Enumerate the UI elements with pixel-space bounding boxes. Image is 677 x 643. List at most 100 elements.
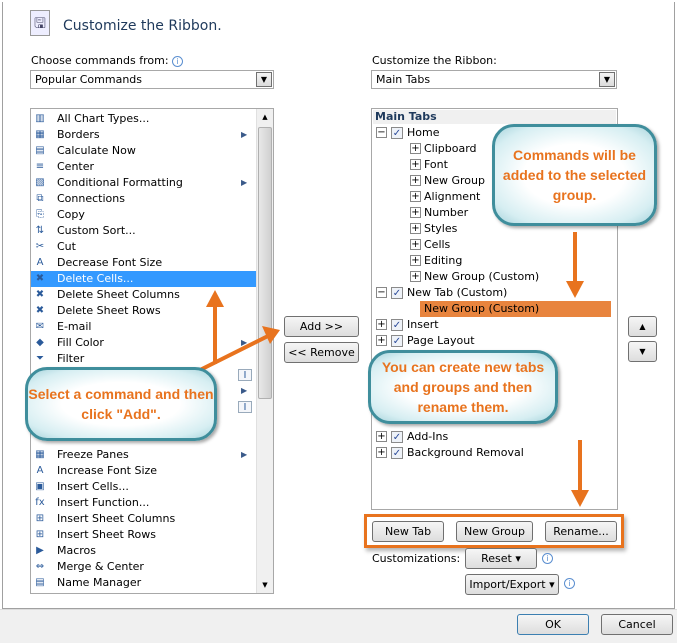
list-item[interactable]: ✂ Cut	[31, 239, 256, 255]
import-export-button[interactable]: Import/Export ▾	[465, 574, 559, 595]
checkbox[interactable]: ✓	[391, 447, 403, 459]
commands-list[interactable]: ▲ ▼ ▥All Chart Types...▦Borders▶▤Calcula…	[30, 108, 274, 594]
expand-icon[interactable]: +	[410, 207, 421, 218]
checkbox[interactable]: ✓	[391, 431, 403, 443]
info-icon[interactable]: i	[542, 553, 553, 564]
label-text: Choose commands from:	[31, 54, 169, 67]
new-tab-button[interactable]: New Tab	[372, 521, 444, 542]
expand-icon[interactable]: +	[410, 175, 421, 186]
customize-ribbon-dropdown[interactable]: Main Tabs▼	[371, 70, 617, 89]
list-item[interactable]: ✖Delete Cells...	[31, 271, 256, 287]
expand-icon[interactable]: +	[376, 319, 387, 330]
list-item[interactable]: ⊞Insert Sheet Rows	[31, 527, 256, 543]
list-item[interactable]: ◆Fill Color▶	[31, 335, 256, 351]
checkbox[interactable]: ✓	[391, 127, 403, 139]
tree-item[interactable]: −✓New Tab (Custom)	[372, 285, 617, 301]
scroll-up-icon[interactable]: ▲	[262, 113, 268, 121]
tree-item[interactable]: +New Group (Custom)	[372, 269, 617, 285]
expand-icon[interactable]: +	[410, 191, 421, 202]
item-label: Cut	[57, 240, 76, 253]
list-item[interactable]: I	[31, 399, 256, 415]
tree-item[interactable]: +Alignment	[372, 189, 617, 205]
tree-item[interactable]: +Font	[372, 157, 617, 173]
expand-icon[interactable]: +	[410, 223, 421, 234]
item-label: Insert Sheet Rows	[57, 528, 156, 541]
expand-icon[interactable]: +	[376, 335, 387, 346]
highlight-box	[364, 514, 624, 548]
list-item[interactable]: ⇔Merge & Center	[31, 559, 256, 575]
checkbox[interactable]: ✓	[391, 335, 403, 347]
add-button[interactable]: Add >>	[284, 316, 359, 337]
tree-item[interactable]: +Number	[372, 205, 617, 221]
expand-icon[interactable]: +	[410, 143, 421, 154]
tree-item[interactable]: +✓Page Layout	[372, 333, 617, 349]
expand-icon[interactable]: +	[410, 255, 421, 266]
list-item[interactable]: ▥All Chart Types...	[31, 111, 256, 127]
list-item[interactable]: ▣Insert Cells...	[31, 479, 256, 495]
tree-item[interactable]: +Styles	[372, 221, 617, 237]
move-down-button[interactable]: ▼	[628, 341, 657, 362]
checkbox[interactable]: ✓	[391, 319, 403, 331]
list-item[interactable]: ▦Borders▶	[31, 127, 256, 143]
list-item[interactable]: ▶	[31, 383, 256, 399]
collapse-icon[interactable]: −	[376, 127, 387, 138]
list-item[interactable]: ⇅Custom Sort...	[31, 223, 256, 239]
scroll-down-icon[interactable]: ▼	[262, 581, 268, 589]
expand-icon[interactable]: +	[410, 239, 421, 250]
tree-item[interactable]: +Clipboard	[372, 141, 617, 157]
new-group-button[interactable]: New Group	[456, 521, 533, 542]
list-item[interactable]: ▤Calculate Now	[31, 143, 256, 159]
choose-commands-dropdown[interactable]: Popular Commands▼	[30, 70, 274, 89]
list-item[interactable]: ✖Delete Sheet Rows	[31, 303, 256, 319]
rename-button[interactable]: Rename...	[545, 521, 617, 542]
expand-icon[interactable]: +	[376, 447, 387, 458]
list-item[interactable]: ▧Conditional Formatting▶	[31, 175, 256, 191]
tree-item[interactable]: + ✓ Insert	[372, 317, 617, 333]
expand-icon[interactable]: +	[376, 431, 387, 442]
item-label: Increase Font Size	[57, 464, 158, 477]
info-icon[interactable]: i	[172, 56, 184, 67]
tree-label: New Group (Custom)	[424, 270, 540, 283]
remove-button[interactable]: << Remove	[284, 342, 359, 363]
submenu-arrow-icon: ▶	[241, 386, 248, 395]
expand-icon[interactable]: +	[410, 159, 421, 170]
reset-button[interactable]: Reset ▾	[465, 548, 537, 569]
cancel-button[interactable]: Cancel	[601, 614, 673, 635]
customizations-label: Customizations:	[372, 552, 461, 565]
expand-icon[interactable]: +	[410, 271, 421, 282]
collapse-icon[interactable]: −	[376, 287, 387, 298]
list-item[interactable]: ⊞Insert Sheet Columns	[31, 511, 256, 527]
tree-item[interactable]: New Group (Custom)	[372, 301, 617, 317]
tree-item[interactable]: +✓Add-Ins	[372, 429, 617, 445]
list-item[interactable]: ▶Macros	[31, 543, 256, 559]
chevron-down-icon[interactable]: ▼	[599, 72, 615, 87]
tree-label: Insert	[407, 318, 439, 331]
list-item[interactable]: ✉E-mail	[31, 319, 256, 335]
tree-item[interactable]: +New Group	[372, 173, 617, 189]
list-item[interactable]: I	[31, 367, 256, 383]
list-item[interactable]: ✖Delete Sheet Columns	[31, 287, 256, 303]
list-item[interactable]: ⧉Connections	[31, 191, 256, 207]
tree-item[interactable]: −✓Home	[372, 125, 617, 141]
list-item[interactable]: ⎘Copy	[31, 207, 256, 223]
list-item[interactable]: ≡Center	[31, 159, 256, 175]
tree-item[interactable]: +✓Background Removal	[372, 445, 617, 461]
info-icon[interactable]: i	[564, 578, 575, 589]
merge-icon: ⇔	[35, 561, 45, 572]
list-item[interactable]: ⏷Filter	[31, 351, 256, 367]
item-label: Freeze Panes	[57, 448, 129, 461]
ok-button[interactable]: OK	[517, 614, 589, 635]
tree-label: Clipboard	[424, 142, 477, 155]
chevron-down-icon[interactable]: ▼	[256, 72, 272, 87]
checkbox[interactable]: ✓	[391, 287, 403, 299]
list-item[interactable]: ▦Freeze Panes▶	[31, 447, 256, 463]
scissors-icon: ✂	[35, 241, 45, 252]
tree-item[interactable]: +Editing	[372, 253, 617, 269]
list-item[interactable]: ▤Name Manager	[31, 575, 256, 591]
move-up-button[interactable]: ▲	[628, 316, 657, 337]
tree-item[interactable]: +Cells	[372, 237, 617, 253]
submenu-arrow-icon: ▶	[241, 178, 248, 187]
